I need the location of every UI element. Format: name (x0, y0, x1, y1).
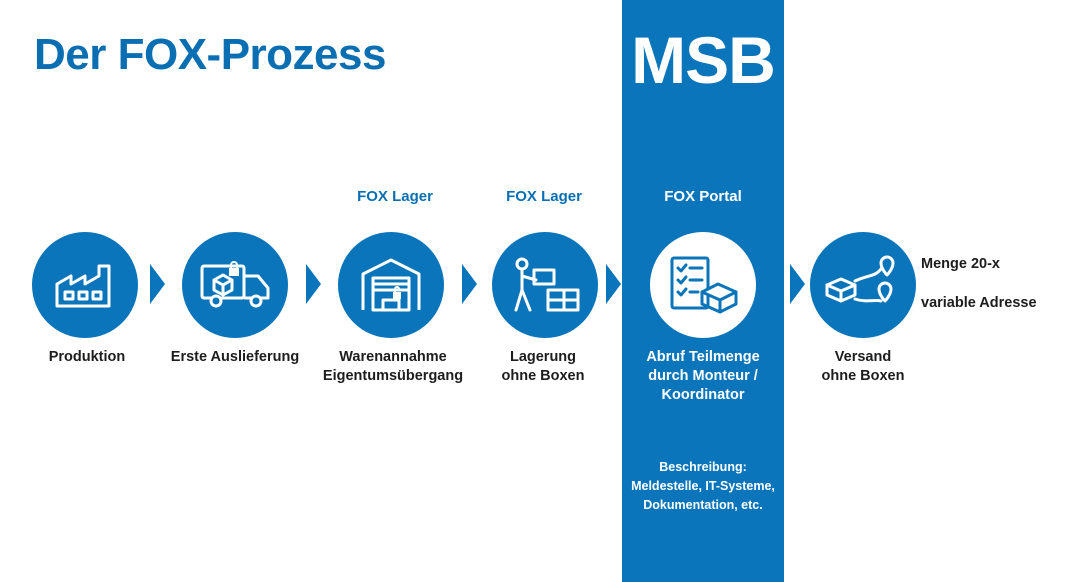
msb-description: Beschreibung: Meldestelle, IT-Systeme, D… (631, 460, 775, 512)
side-note-adresse: variable Adresse (921, 295, 1037, 311)
step-circle-auslieferung (182, 232, 288, 338)
factory-icon (55, 264, 111, 308)
page-title: Der FOX-Prozess (34, 30, 386, 79)
side-note-menge: Menge 20-x (921, 256, 1000, 272)
checklist-package-icon (670, 256, 738, 314)
step-circle-produktion (32, 232, 138, 338)
step-circle-abruf (650, 232, 756, 338)
shipping-route-icon (825, 255, 895, 303)
flow-arrow (462, 264, 477, 304)
step-header-warenannahme: FOX Lager (357, 188, 433, 205)
step-header-lagerung: FOX Lager (506, 188, 582, 205)
step-circle-lagerung (492, 232, 598, 338)
step-label-warenannahme: Warenannahme Eigentumsübergang (322, 349, 464, 384)
warehouse-icon (361, 258, 421, 312)
flow-arrow (150, 264, 165, 304)
step-label-abruf: Abruf Teilmenge durch Monteur / Koordina… (646, 349, 760, 403)
step-label-auslieferung: Erste Auslieferung (170, 349, 300, 365)
flow-arrow (306, 264, 321, 304)
step-header-abruf: FOX Portal (664, 188, 742, 205)
step-circle-warenannahme (338, 232, 444, 338)
step-label-lagerung: Lagerung ohne Boxen (501, 349, 585, 384)
worker-boxes-icon (514, 257, 580, 312)
flow-arrow (606, 264, 621, 304)
step-label-versand: Versand ohne Boxen (821, 349, 905, 384)
step-circle-versand (810, 232, 916, 338)
step-label-produktion: Produktion (48, 349, 126, 365)
flow-arrow (790, 264, 805, 304)
msb-title: MSB (631, 23, 776, 97)
delivery-truck-icon (200, 261, 270, 308)
